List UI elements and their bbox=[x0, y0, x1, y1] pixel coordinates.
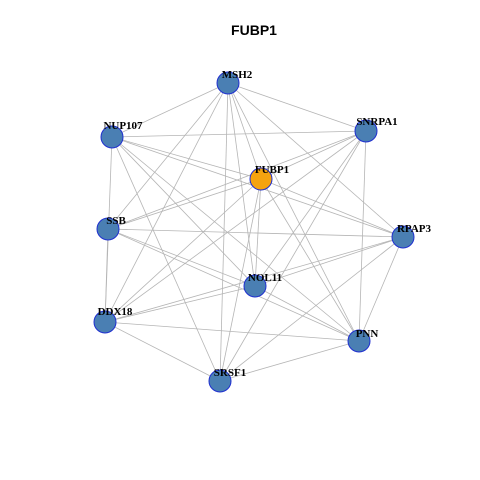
edge-nol11-pnn bbox=[254, 285, 360, 342]
edge-snrpa1-ssb bbox=[107, 130, 367, 230]
node-circle-nol11 bbox=[243, 274, 267, 298]
edge-rpap3-srsf1 bbox=[219, 236, 404, 382]
node-label-ddx18: DDX18 bbox=[98, 306, 133, 318]
edge-nup107-fubp1 bbox=[111, 136, 262, 180]
edge-nup107-pnn bbox=[111, 136, 360, 342]
node-circle-fubp1 bbox=[249, 167, 273, 191]
edge-snrpa1-srsf1 bbox=[219, 130, 367, 382]
edge-msh2-nup107 bbox=[111, 82, 229, 138]
node-snrpa1: SNRPA1 bbox=[354, 116, 398, 143]
node-label-ssb: SSB bbox=[106, 215, 126, 227]
node-label-srsf1: SRSF1 bbox=[214, 367, 246, 379]
node-circle-ddx18 bbox=[93, 310, 117, 334]
node-label-nup107: NUP107 bbox=[103, 120, 143, 132]
node-pnn: PNN bbox=[347, 328, 379, 353]
edge-nup107-nol11 bbox=[111, 136, 256, 287]
edge-fubp1-nol11 bbox=[254, 178, 262, 287]
edge-msh2-rpap3 bbox=[227, 82, 404, 238]
node-msh2: MSH2 bbox=[216, 69, 253, 95]
edge-snrpa1-fubp1 bbox=[260, 130, 367, 180]
edge-nup107-srsf1 bbox=[111, 136, 221, 382]
edge-fubp1-pnn bbox=[260, 178, 360, 342]
node-rpap3: RPAP3 bbox=[391, 223, 432, 249]
edge-pnn-srsf1 bbox=[219, 340, 360, 382]
node-ddx18: DDX18 bbox=[93, 306, 133, 334]
node-circle-msh2 bbox=[216, 71, 240, 95]
node-srsf1: SRSF1 bbox=[208, 367, 246, 393]
edge-fubp1-ssb bbox=[107, 178, 262, 230]
edge-snrpa1-nol11 bbox=[254, 130, 367, 287]
edge-ssb-nol11 bbox=[107, 228, 256, 287]
edge-fubp1-rpap3 bbox=[260, 178, 404, 238]
node-nol11: NOL11 bbox=[243, 272, 282, 298]
edge-ssb-ddx18 bbox=[104, 228, 109, 323]
node-label-msh2: MSH2 bbox=[222, 69, 253, 81]
edge-nup107-snrpa1 bbox=[111, 130, 367, 138]
edge-nol11-ddx18 bbox=[104, 285, 256, 323]
edge-rpap3-nol11 bbox=[254, 236, 404, 287]
node-circle-srsf1 bbox=[208, 369, 232, 393]
edge-ssb-rpap3 bbox=[107, 228, 404, 238]
edge-msh2-snrpa1 bbox=[227, 82, 367, 132]
node-label-pnn: PNN bbox=[356, 328, 379, 340]
node-circle-pnn bbox=[347, 329, 371, 353]
edge-msh2-ddx18 bbox=[104, 82, 229, 323]
edge-msh2-fubp1 bbox=[227, 82, 262, 180]
edge-snrpa1-ddx18 bbox=[104, 130, 367, 323]
edge-ddx18-srsf1 bbox=[104, 321, 221, 382]
edges-group bbox=[104, 82, 404, 382]
node-circle-ssb bbox=[96, 217, 120, 241]
node-circle-snrpa1 bbox=[354, 119, 378, 143]
node-circle-rpap3 bbox=[391, 225, 415, 249]
node-label-rpap3: RPAP3 bbox=[397, 223, 432, 235]
node-ssb: SSB bbox=[96, 215, 126, 241]
node-fubp1: FUBP1 bbox=[249, 164, 289, 191]
edge-ddx18-pnn bbox=[104, 321, 360, 342]
edge-msh2-nol11 bbox=[227, 82, 256, 287]
node-circle-nup107 bbox=[100, 125, 124, 149]
node-label-snrpa1: SNRPA1 bbox=[356, 116, 397, 128]
edge-fubp1-ddx18 bbox=[104, 178, 262, 323]
edge-rpap3-pnn bbox=[358, 236, 404, 342]
node-label-fubp1: FUBP1 bbox=[255, 164, 289, 176]
edge-msh2-pnn bbox=[227, 82, 360, 342]
node-label-nol11: NOL11 bbox=[248, 272, 282, 284]
node-nup107: NUP107 bbox=[100, 120, 143, 149]
diagram-title: FUBP1 bbox=[231, 22, 277, 38]
